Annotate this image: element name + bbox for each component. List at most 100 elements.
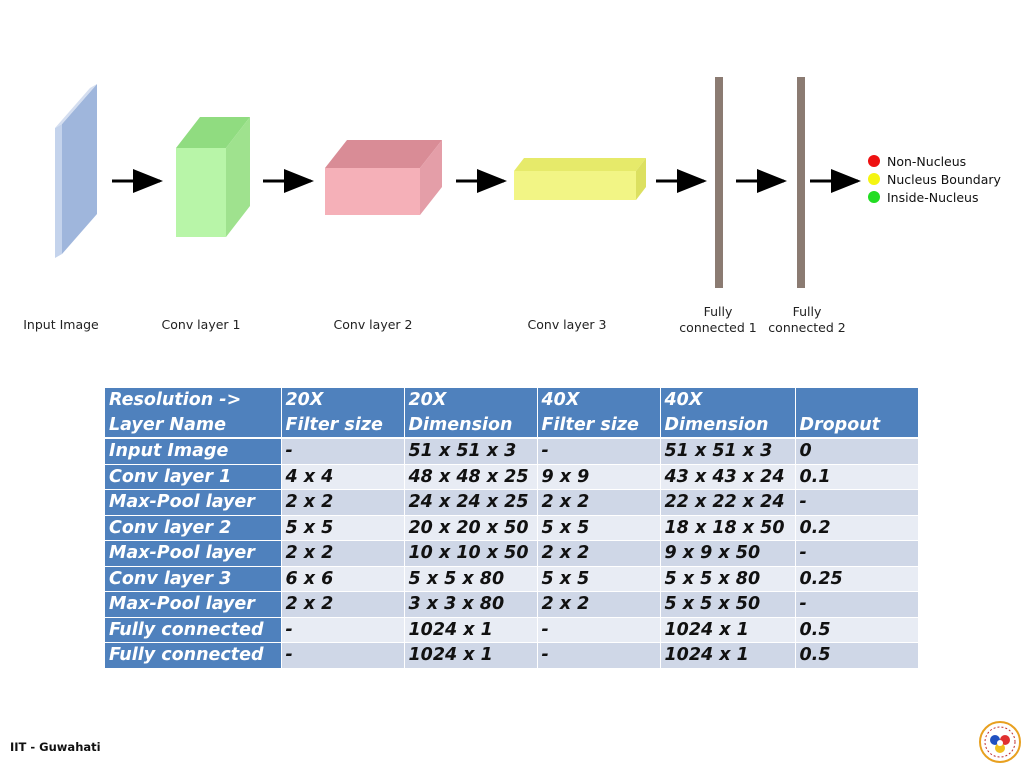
- layer-label-fc-2-line1: Fully: [792, 304, 822, 319]
- header-cell: Filter size: [281, 412, 405, 439]
- header-cell: Dimension: [660, 412, 796, 439]
- table-cell: -: [795, 489, 919, 516]
- table-cell: 0.25: [795, 566, 919, 592]
- cnn-architecture-diagram: [55, 77, 861, 288]
- table-cell: -: [537, 617, 661, 643]
- table-cell: 2 x 2: [537, 540, 661, 567]
- table-cell: 0.5: [795, 617, 919, 643]
- table-cell: 43 x 43 x 24: [660, 464, 796, 490]
- output-legend: Non-Nucleus Nucleus Boundary Inside-Nucl…: [868, 152, 1001, 206]
- table-cell: 20 x 20 x 50: [404, 515, 538, 541]
- table-cell: 1024 x 1: [660, 617, 796, 643]
- table-cell: 1024 x 1: [404, 617, 538, 643]
- table-cell: -: [537, 642, 661, 669]
- table-cell: -: [281, 438, 405, 465]
- table-cell: 1024 x 1: [660, 642, 796, 669]
- layer-label-conv-3: Conv layer 3: [527, 317, 607, 332]
- legend-item-non-nucleus: Non-Nucleus: [868, 152, 1001, 170]
- layer-label-fc-2: Fully connected 2: [759, 304, 855, 336]
- layer-label-fc-2-line2: connected 2: [768, 320, 846, 335]
- table-cell: -: [281, 617, 405, 643]
- conv-layer-2-block: [325, 140, 442, 215]
- layer-label-conv-1: Conv layer 1: [161, 317, 241, 332]
- header-cell: 40X: [660, 388, 796, 413]
- yellow-dot-icon: [868, 173, 880, 185]
- table-cell: 2 x 2: [281, 540, 405, 567]
- table-cell: 0.5: [795, 642, 919, 669]
- table-cell: 5 x 5: [537, 566, 661, 592]
- table-cell: 51 x 51 x 3: [404, 438, 538, 465]
- table-cell: 3 x 3 x 80: [404, 591, 538, 618]
- row-layer-name-cell: Max-Pool layer: [105, 540, 282, 567]
- table-cell: 6 x 6: [281, 566, 405, 592]
- table-cell: 2 x 2: [537, 489, 661, 516]
- input-image-block: [55, 84, 97, 258]
- header-cell: Dimension: [404, 412, 538, 439]
- table-cell: 0: [795, 438, 919, 465]
- table-header-row-columns: Layer Name Filter size Dimension Filter …: [105, 412, 919, 439]
- conv-layer-1-block: [176, 117, 250, 237]
- layer-label-fc-1-line2: connected 1: [679, 320, 757, 335]
- table-cell: 5 x 5 x 80: [660, 566, 796, 592]
- table-cell: 24 x 24 x 25: [404, 489, 538, 516]
- table-cell: -: [795, 540, 919, 567]
- row-layer-name-cell: Max-Pool layer: [105, 489, 282, 516]
- table-cell: 5 x 5 x 50: [660, 591, 796, 618]
- header-cell: Dropout: [795, 412, 919, 439]
- green-dot-icon: [868, 191, 880, 203]
- table-cell: 0.2: [795, 515, 919, 541]
- row-layer-name-cell: Fully connected: [105, 617, 282, 643]
- row-layer-name-cell: Conv layer 2: [105, 515, 282, 541]
- legend-label: Inside-Nucleus: [887, 189, 979, 205]
- row-layer-name-cell: Conv layer 3: [105, 566, 282, 592]
- table-cell: 4 x 4: [281, 464, 405, 490]
- layer-label-fc-1: Fully connected 1: [670, 304, 766, 336]
- table-cell: 10 x 10 x 50: [404, 540, 538, 567]
- layer-label-input-image: Input Image: [23, 317, 99, 332]
- table-cell: -: [795, 591, 919, 618]
- institute-label: IIT - Guwahati: [10, 740, 101, 754]
- row-layer-name-cell: Max-Pool layer: [105, 591, 282, 618]
- table-header-row-resolution: Resolution -> 20X 20X 40X 40X: [105, 388, 919, 413]
- table-cell: 2 x 2: [281, 489, 405, 516]
- header-cell: 20X: [404, 388, 538, 413]
- table-cell: 5 x 5: [537, 515, 661, 541]
- fully-connected-2-bar: [797, 77, 805, 288]
- table-cell: 5 x 5: [281, 515, 405, 541]
- table-cell: 1024 x 1: [404, 642, 538, 669]
- table-cell: 2 x 2: [281, 591, 405, 618]
- table-cell: 18 x 18 x 50: [660, 515, 796, 541]
- table-cell: -: [537, 438, 661, 465]
- iitg-logo-icon: [979, 721, 1021, 763]
- row-layer-name-cell: Input Image: [105, 438, 282, 465]
- legend-label: Non-Nucleus: [887, 153, 967, 169]
- header-cell: Layer Name: [105, 412, 282, 439]
- layer-label-fc-1-line1: Fully: [703, 304, 733, 319]
- red-dot-icon: [868, 155, 880, 167]
- header-cell: 40X: [537, 388, 661, 413]
- table-cell: 9 x 9 x 50: [660, 540, 796, 567]
- table-cell: 48 x 48 x 25: [404, 464, 538, 490]
- conv-layer-3-block: [514, 158, 646, 200]
- table-cell: 5 x 5 x 80: [404, 566, 538, 592]
- legend-label: Nucleus Boundary: [887, 171, 1001, 187]
- fully-connected-1-bar: [715, 77, 723, 288]
- header-cell: [795, 388, 919, 413]
- legend-item-nucleus-boundary: Nucleus Boundary: [868, 170, 1001, 188]
- header-cell: Resolution ->: [105, 388, 282, 413]
- header-cell: Filter size: [537, 412, 661, 439]
- table-cell: 9 x 9: [537, 464, 661, 490]
- legend-item-inside-nucleus: Inside-Nucleus: [868, 188, 1001, 206]
- layer-parameters-table: Resolution -> 20X 20X 40X 40X Layer Name…: [105, 388, 919, 669]
- table-cell: 2 x 2: [537, 591, 661, 618]
- layer-label-conv-2: Conv layer 2: [333, 317, 413, 332]
- table-cell: 51 x 51 x 3: [660, 438, 796, 465]
